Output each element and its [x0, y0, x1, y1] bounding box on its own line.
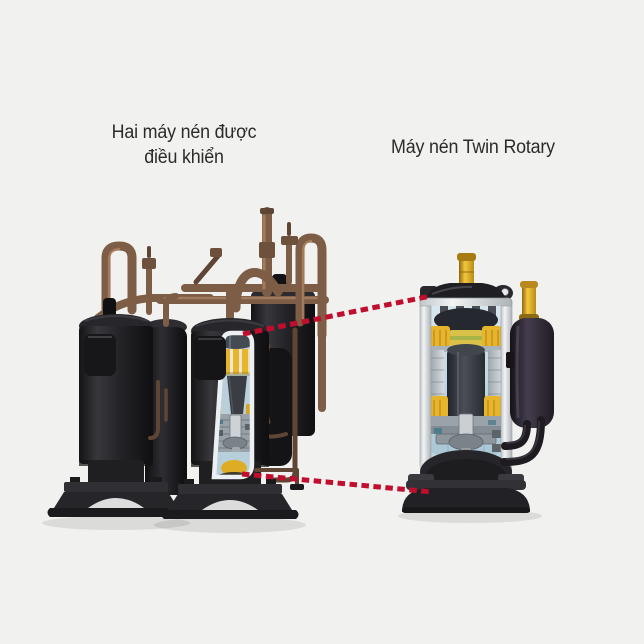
mounting-base-left — [42, 477, 190, 530]
twin-rotary-cutaway — [398, 253, 554, 523]
compressor-front-right — [191, 318, 269, 504]
motor-top — [434, 308, 498, 332]
terminal-box-right — [194, 336, 226, 380]
twin-rotary-base — [402, 474, 530, 513]
caption-left-line2: điều khiển — [144, 147, 224, 168]
motor-rotor — [447, 344, 485, 422]
terminal-box-left — [84, 334, 116, 376]
compressor-front-left — [79, 298, 153, 502]
red-callout-line-top — [242, 293, 432, 337]
mounting-base-right — [154, 479, 306, 533]
motor-windings-lower — [430, 396, 502, 420]
caption-twin-rotary: Máy nén Twin Rotary — [391, 137, 555, 158]
caption-left-compressors: Hai máy nén được điều khiển — [92, 120, 276, 170]
accumulator — [500, 281, 554, 466]
dual-compressor-unit — [42, 207, 329, 533]
caption-left-line1: Hai máy nén được — [111, 122, 257, 143]
motor-windings-upper — [430, 326, 502, 350]
oil-sump-small — [221, 460, 247, 476]
red-callout-line-bottom — [241, 471, 433, 495]
copper-piping — [94, 207, 329, 412]
